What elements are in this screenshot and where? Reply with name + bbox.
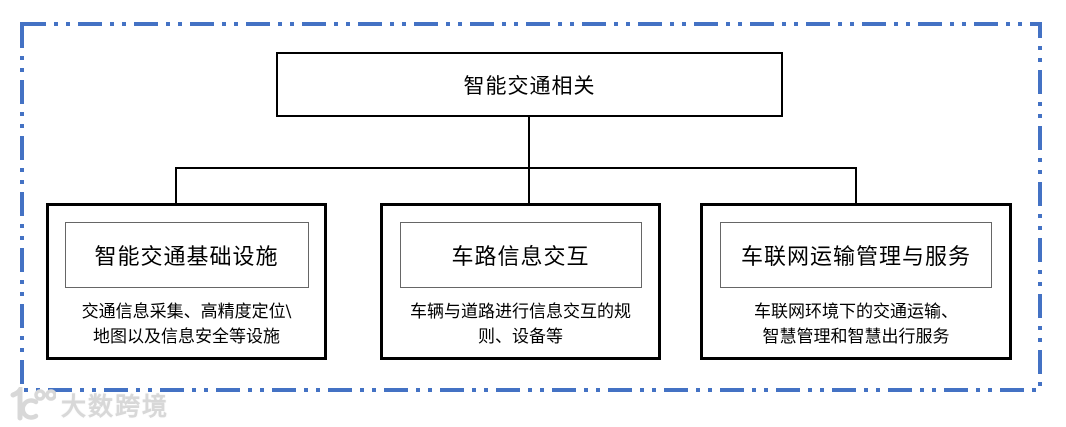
child-node-its-infrastructure: 智能交通基础设施 交通信息采集、高精度定位\ 地图以及信息安全等设施 [46,203,327,360]
connector-drop-left [175,167,177,204]
child-description: 车辆与道路进行信息交互的规 则、设备等 [410,302,631,347]
child-title-box: 智能交通基础设施 [64,222,309,288]
child-description: 交通信息采集、高精度定位\ 地图以及信息安全等设施 [81,302,292,347]
watermark-text: 大数跨境 [61,393,170,421]
child-title-box: 车联网运输管理与服务 [720,222,992,288]
root-node: 智能交通相关 [276,52,783,117]
child-title-label: 车联网运输管理与服务 [740,245,971,270]
child-title-box: 车路信息交互 [399,222,642,288]
10100-logo-icon [10,387,56,421]
root-node-label: 智能交通相关 [463,73,596,98]
connector-horizontal [175,167,857,169]
connector-drop-right [855,167,857,204]
child-title-label: 车路信息交互 [451,245,590,270]
watermark: 大数跨境 [6,385,169,425]
connector-drop-middle [528,167,530,204]
child-title-label: 智能交通基础设施 [94,245,279,270]
child-node-iov-transport-management: 车联网运输管理与服务 车联网环境下的交通运输、 智慧管理和智慧出行服务 [700,203,1012,360]
connector-root-stem [528,115,530,169]
child-description: 车联网环境下的交通运输、 智慧管理和智慧出行服务 [754,302,958,347]
child-node-vehicle-road-interaction: 车路信息交互 车辆与道路进行信息交互的规 则、设备等 [380,203,661,360]
